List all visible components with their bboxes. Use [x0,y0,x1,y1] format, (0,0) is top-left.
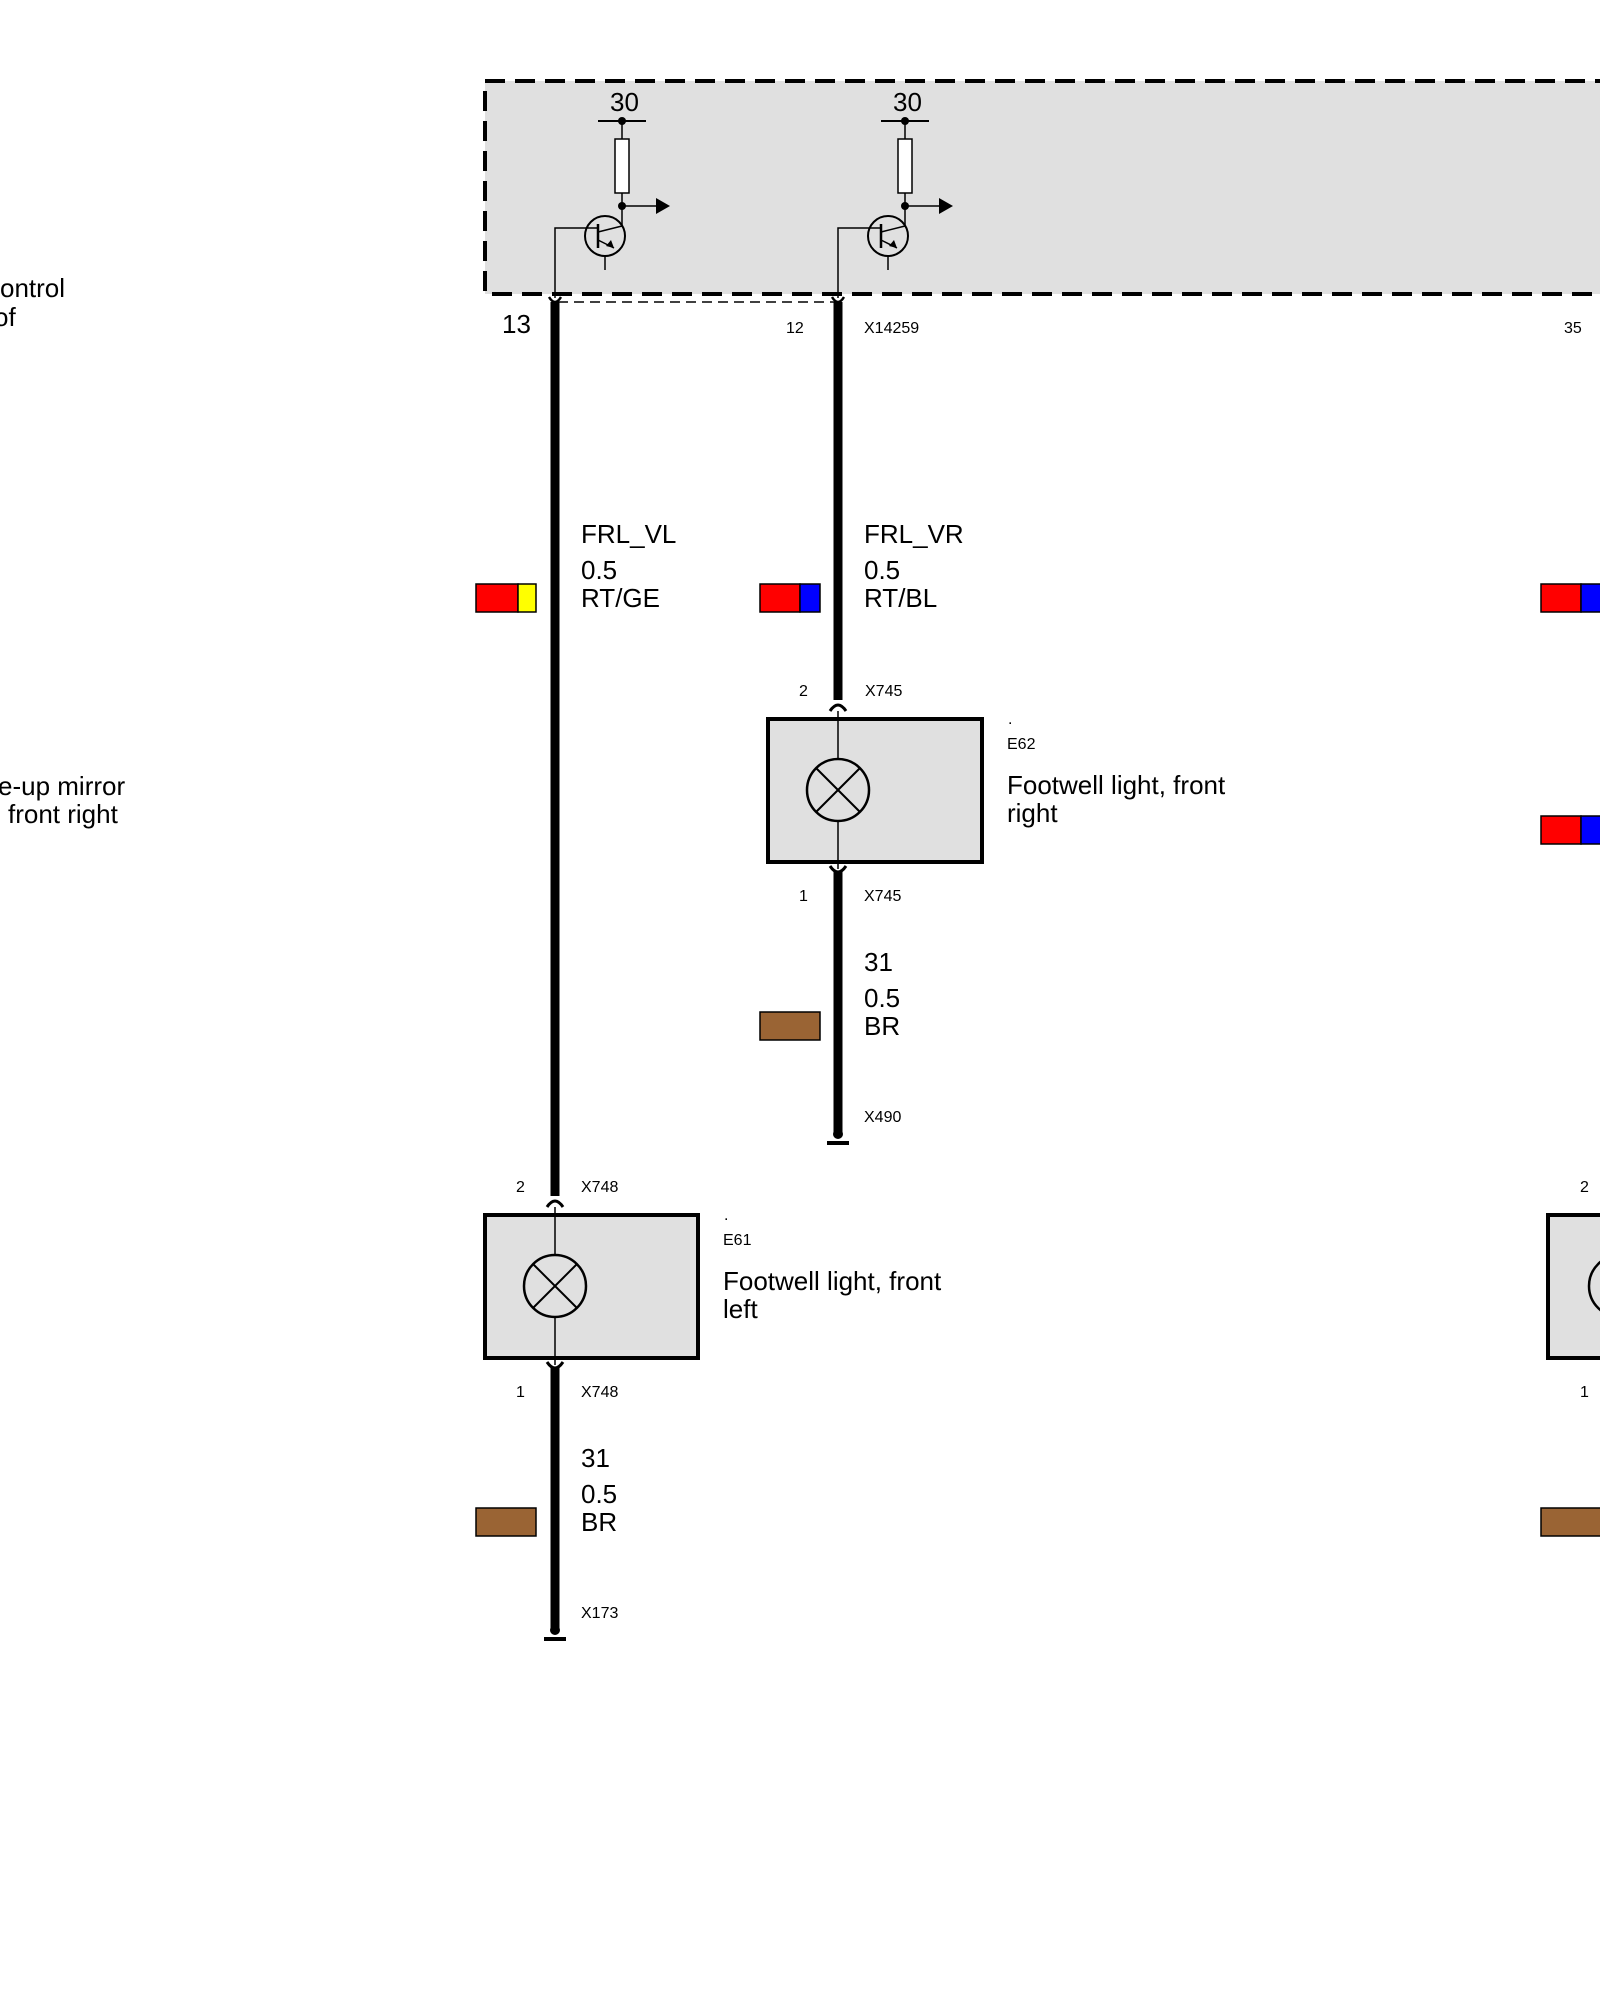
ground-icon [827,1129,849,1145]
lamp-e61-pin-top: 2 [516,1179,525,1196]
lamp-e61-connector-top: X748 [581,1179,618,1196]
wire-signal-frl-vr: FRL_VR [864,519,964,549]
ground-wire-size-right: 0.5 [864,983,900,1013]
lamp-e61-name-line-1: Footwell light, front [723,1266,942,1296]
wire-color-rt-bl: RT/BL [864,583,937,613]
right-edge-pin-top: 2 [1580,1179,1589,1196]
ground-wire-color-right: BR [864,1011,900,1041]
lamp-e62-name-line-1: Footwell light, front [1007,770,1226,800]
terminal-30-left: 30 [610,87,639,117]
wire-color-swatch-br-right [759,1011,821,1041]
driver-circuit-right: 30 [837,87,953,298]
ground-connector-x173: X173 [581,1605,618,1622]
wire-color-swatch-rt-ge [475,583,537,613]
pin-12-label: 12 [786,320,804,337]
ground-connector-x490: X490 [864,1109,901,1126]
pin-35-label: 35 [1564,320,1582,337]
lamp-e62-pin-top: 2 [799,683,808,700]
mirror-label-line-2: front right [8,799,119,829]
wire-color-rt-ge: RT/GE [581,583,660,613]
lamp-e62-connector-top: X745 [865,683,902,700]
ground-icon [544,1625,566,1641]
lamp-e61-box [483,1207,700,1365]
lamp-e61-name-line-2: left [723,1294,758,1324]
right-edge-pin-bottom: 1 [1580,1384,1589,1401]
lamp-e62-name-line-2: right [1007,798,1058,828]
ground-wire-size-left: 0.5 [581,1479,617,1509]
connector-x14259-label: X14259 [864,320,919,337]
ground-wire-color-left: BR [581,1507,617,1537]
terminal-30-right: 30 [893,87,922,117]
wire-color-swatch-rt-bl [759,583,821,613]
lamp-bulb-icon [805,757,871,823]
ground-wire-left [545,1361,565,1628]
control-unit-label-line-1: ontrol [0,273,65,303]
ground-terminal-31-right: 31 [864,947,893,977]
wire-size-right: 0.5 [864,555,900,585]
lamp-e62-dot: . [1008,711,1012,728]
wire-size-left: 0.5 [581,555,617,585]
lamp-e61-connector-bottom: X748 [581,1384,618,1401]
wire-frl-vr [828,296,848,712]
driver-circuit-left: 30 [554,87,670,298]
wire-color-swatch-br-left [475,1507,537,1537]
lamp-e62-box [766,711,984,869]
lamp-bulb-icon [522,1253,588,1319]
right-edge-lamp-box [1546,1213,1600,1360]
mirror-label-line-1: e-up mirror [0,771,125,801]
lamp-e62-connector-bottom: X745 [864,888,901,905]
right-edge-swatch-3 [1540,1507,1600,1537]
pin-13-label: 13 [502,309,531,339]
lamp-e62-pin-bottom: 1 [799,888,808,905]
ground-wire-right [828,865,848,1132]
lamp-e61-pin-bottom: 1 [516,1384,525,1401]
right-edge-swatch-1 [1540,583,1600,613]
lamp-e62-id: E62 [1007,736,1036,753]
control-unit-box [483,79,1600,303]
ground-terminal-31-left: 31 [581,1443,610,1473]
control-unit-label-line-2: of [0,302,16,332]
lamp-e61-id: E61 [723,1232,752,1249]
wire-signal-frl-vl: FRL_VL [581,519,676,549]
right-edge-swatch-2 [1540,815,1600,845]
lamp-e61-dot: . [724,1207,728,1224]
wire-frl-vl [545,296,565,1208]
